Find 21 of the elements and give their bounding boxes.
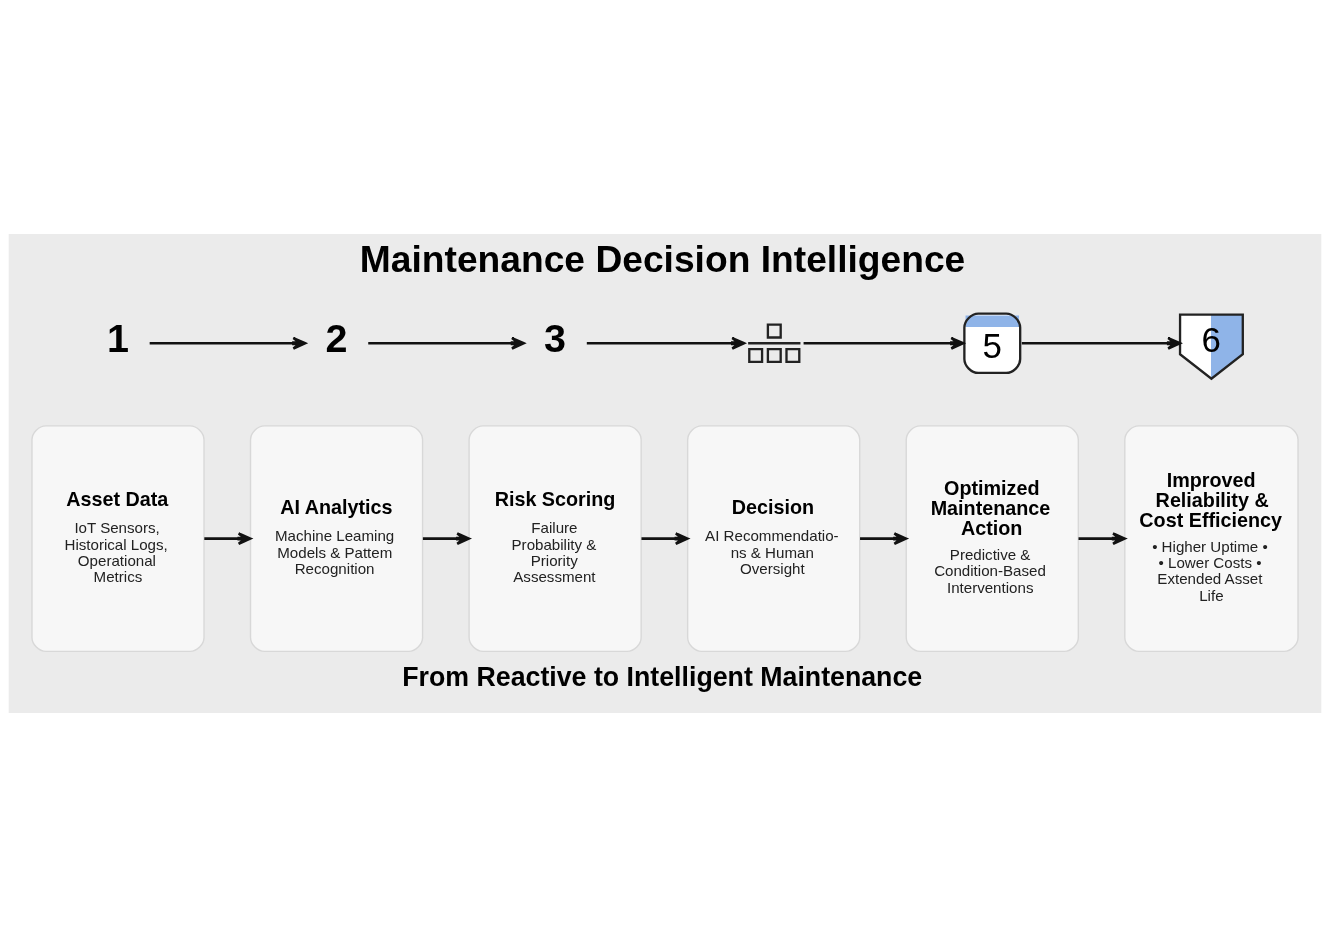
node-text: 2 — [325, 315, 348, 360]
node-box: Risk Scoring Failure Probability & Priority Assessment — [468, 424, 642, 652]
arrow — [1021, 336, 1182, 350]
node-text: 3 — [544, 315, 567, 360]
node-box: Improved Reliability & Cost Efficiency • Higher Uptime • • Lower Costs • Extended Asset Life — [1124, 424, 1299, 652]
caption: From Reactive to Intelligent Maintenance — [402, 661, 923, 692]
node-text: 1 — [106, 315, 129, 360]
arrow — [803, 336, 965, 350]
arrow — [641, 531, 689, 545]
node-box: AI Analytics Machine Leaming Models & Pattem Recognition — [249, 424, 424, 652]
arrow — [860, 531, 908, 545]
diagram-title: Maintenance Decision Intelligence — [359, 237, 966, 280]
arrow — [1078, 531, 1126, 545]
arrow — [368, 336, 525, 350]
node-box: Optimized Maintenance Action Predictive & Condition-Based Interventions — [905, 424, 1079, 652]
arrow — [422, 531, 471, 545]
arrow — [149, 336, 307, 350]
node-box: Decision AI Recommendatio- ns & Human Oversight — [686, 424, 861, 652]
node-box: Asset Data IoT Sensors, Historical Logs, Operational Metrics — [31, 424, 205, 652]
arrow — [586, 336, 746, 350]
arrow — [204, 531, 252, 545]
